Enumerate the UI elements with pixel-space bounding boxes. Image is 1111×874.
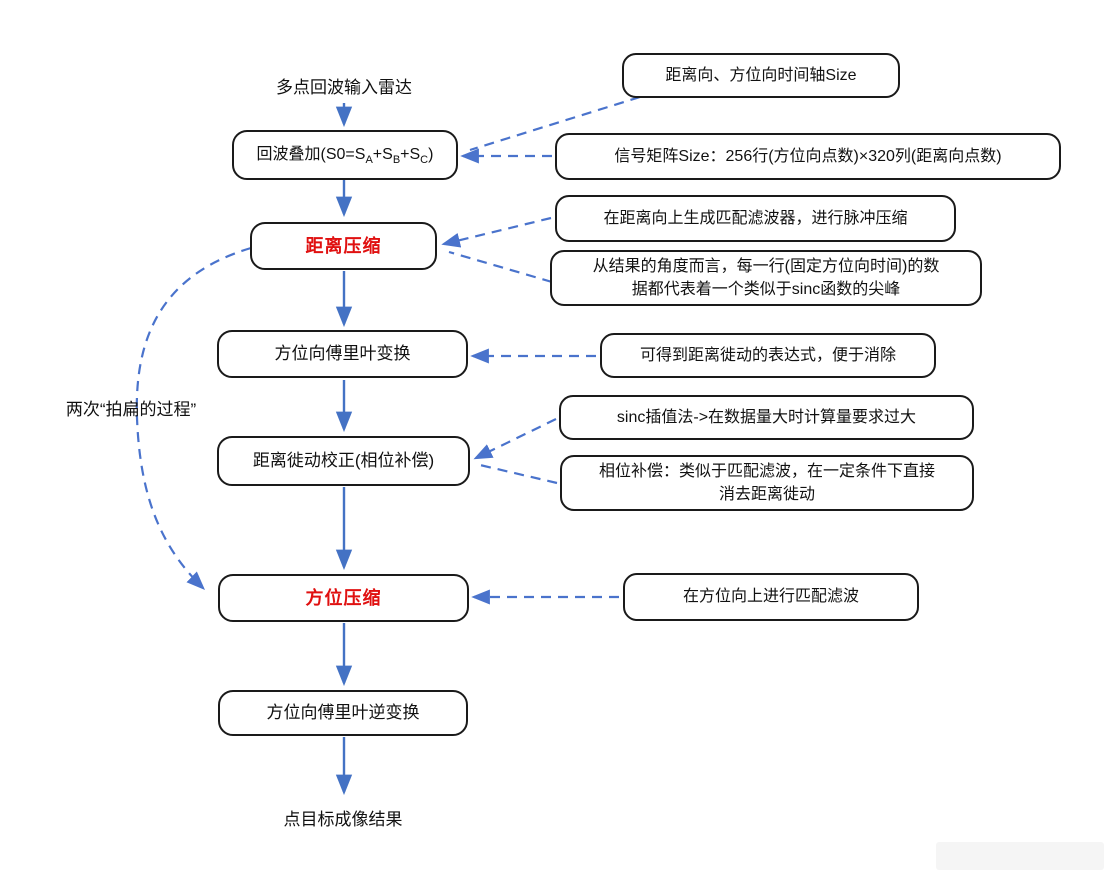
note-sinc-peak: 从结果的角度而言，每一行(固定方位向时间)的数据都代表着一个类似于sinc函数的… — [550, 250, 982, 306]
end-label-text: 点目标成像结果 — [283, 809, 403, 829]
note-azimuth-matched-filter: 在方位向上进行匹配滤波 — [623, 573, 919, 621]
note-azimuth-matched-filter-text: 在方位向上进行匹配滤波 — [682, 588, 859, 606]
note-phase-compensation: 相位补偿：类似于匹配滤波，在一定条件下直接消去距离徙动 — [560, 455, 974, 511]
range-compression-label: 距离压缩 — [305, 235, 382, 256]
note-rcm-expression-text: 可得到距离徙动的表达式，便于消除 — [639, 346, 896, 364]
note-sinc-interpolation: sinc插值法->在数据量大时计算量要求过大 — [559, 395, 974, 440]
note-matrix-size: 信号矩阵Size：256行(方位向点数)×320列(距离向点数) — [555, 133, 1061, 180]
side-note-text: 两次“拍扁的过程” — [65, 399, 197, 419]
note-rcm-expression: 可得到距离徙动的表达式，便于消除 — [600, 333, 936, 378]
note-time-axis-size-text: 距离向、方位向时间轴Size — [665, 66, 857, 84]
echo-superposition-label: 回波叠加(S0=SA+SB+SC) — [256, 146, 434, 167]
watermark-area — [936, 842, 1104, 870]
node-echo-superposition: 回波叠加(S0=SA+SB+SC) — [232, 130, 458, 180]
azimuth-compression-label: 方位压缩 — [305, 587, 382, 608]
start-label-text: 多点回波输入雷达 — [276, 77, 412, 97]
note-range-matched-filter-text: 在距离向上生成匹配滤波器，进行脉冲压缩 — [603, 209, 908, 227]
connector-phasecomp-to-rcmc — [479, 463, 558, 485]
start-label: 多点回波输入雷达 — [244, 76, 444, 100]
node-range-compression: 距离压缩 — [250, 222, 437, 270]
node-azimuth-ifft: 方位向傅里叶逆变换 — [218, 690, 468, 736]
azimuth-ifft-label: 方位向傅里叶逆变换 — [266, 702, 420, 722]
rcmc-label: 距离徙动校正(相位补偿) — [252, 450, 435, 470]
node-azimuth-fft: 方位向傅里叶变换 — [217, 330, 468, 378]
side-note-flatten-process: 两次“拍扁的过程” — [30, 397, 232, 423]
note-time-axis-size: 距离向、方位向时间轴Size — [622, 53, 900, 98]
note-phase-compensation-text: 相位补偿：类似于匹配滤波，在一定条件下直接消去距离徙动 — [598, 462, 935, 503]
node-azimuth-compression: 方位压缩 — [218, 574, 469, 622]
connector-filter-to-rangecomp — [441, 216, 552, 248]
end-label: 点目标成像结果 — [243, 808, 443, 832]
note-sinc-interpolation-text: sinc插值法->在数据量大时计算量要求过大 — [616, 408, 917, 426]
connector-sincpeak-to-rangecomp — [448, 250, 553, 284]
note-matrix-size-text: 信号矩阵Size：256行(方位向点数)×320列(距离向点数) — [614, 147, 1002, 165]
connector-sincinterp-to-rcmc — [473, 418, 557, 460]
azimuth-fft-label: 方位向傅里叶变换 — [274, 343, 411, 363]
note-sinc-peak-text: 从结果的角度而言，每一行(固定方位向时间)的数据都代表着一个类似于sinc函数的… — [592, 257, 940, 298]
node-rcmc: 距离徙动校正(相位补偿) — [217, 436, 470, 486]
note-range-matched-filter: 在距离向上生成匹配滤波器，进行脉冲压缩 — [555, 195, 956, 242]
